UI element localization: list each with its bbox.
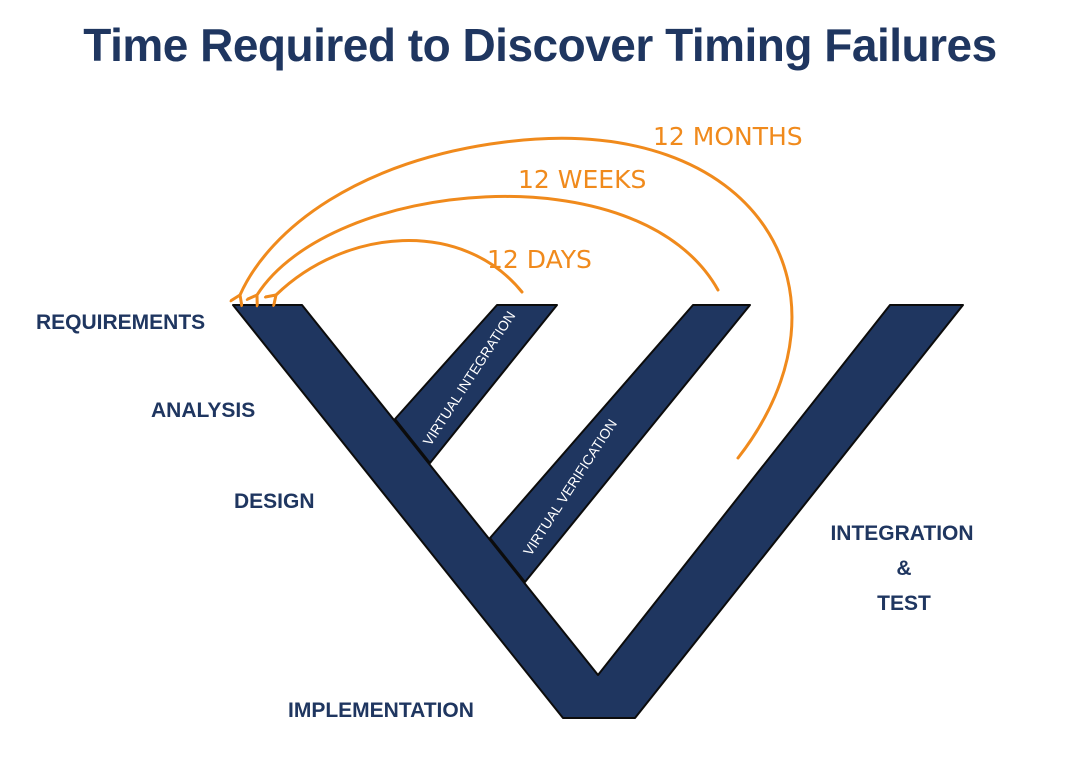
phase-design: DESIGN bbox=[234, 490, 315, 513]
loop-arc-weeks bbox=[257, 195, 720, 295]
virtual-verification-band bbox=[489, 304, 751, 583]
loop-arc-days bbox=[276, 239, 524, 295]
loop-label-days: 12 DAYS bbox=[487, 245, 592, 274]
loop-label-weeks: 12 WEEKS bbox=[518, 165, 646, 194]
page-title: Time Required to Discover Timing Failure… bbox=[83, 19, 997, 71]
v-shape bbox=[232, 304, 964, 719]
virtual-integration-band bbox=[394, 304, 558, 464]
phase-integration-ampersand: & bbox=[896, 557, 911, 580]
phase-implementation: IMPLEMENTATION bbox=[288, 699, 474, 722]
phase-analysis: ANALYSIS bbox=[151, 399, 255, 422]
phase-integration: INTEGRATION bbox=[830, 522, 973, 545]
loop-arc-months bbox=[240, 136, 794, 460]
phase-test: TEST bbox=[877, 592, 931, 615]
loop-label-months: 12 MONTHS bbox=[653, 122, 803, 151]
phase-requirements: REQUIREMENTS bbox=[36, 311, 205, 334]
